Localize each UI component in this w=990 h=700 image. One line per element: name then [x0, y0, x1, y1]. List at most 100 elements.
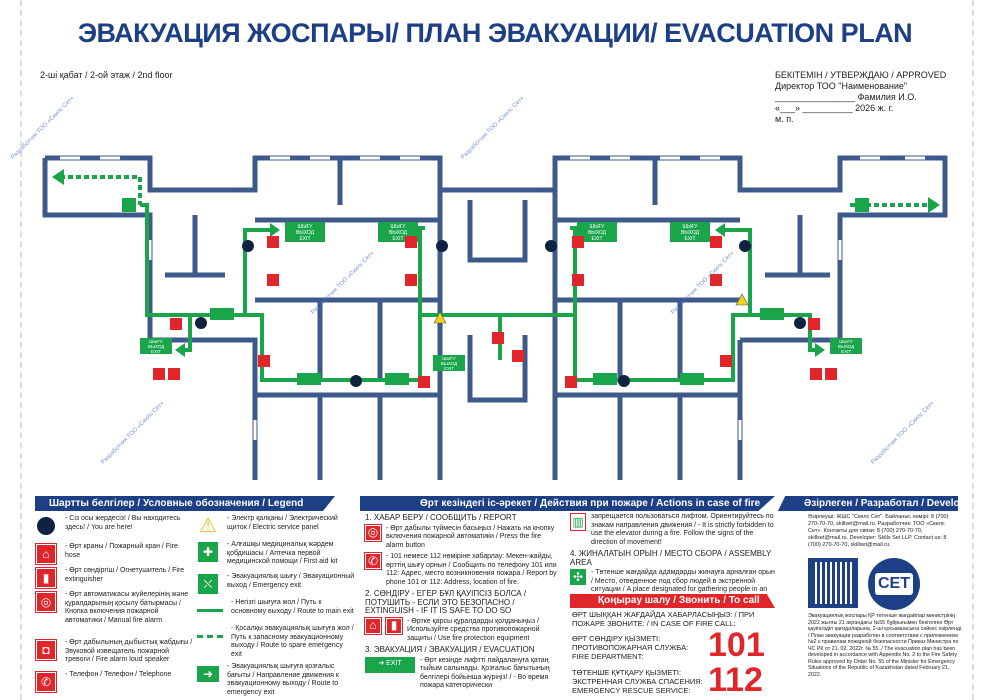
legend-text: - Өрт краны / Пожарный кран / Fire hose	[65, 543, 178, 559]
fire-equipment	[153, 236, 837, 388]
no-elevator-icon: ▥	[570, 513, 586, 531]
fire-extinguisher-icon	[258, 355, 270, 367]
fire-extinguisher-icon: ▮	[385, 616, 403, 635]
fire-alarm-speaker-icon: ◘	[35, 639, 57, 661]
svg-text:ШЫҒУ: ШЫҒУ	[149, 339, 163, 344]
fire-hose-icon: ⌂	[364, 616, 382, 635]
legend-text: - Қосалқы эвакуациялық шығуға жол / Путь…	[231, 625, 354, 658]
assembly-area-icon: ✣	[570, 569, 586, 585]
developer-info: Әзірлеуші: ЖШС "Скилс Сет". Байланыс нөм…	[808, 514, 949, 548]
manual-fire-alarm-icon	[572, 236, 584, 248]
step-text: - Өрт дабылы түймесін басыңыз / Нажать н…	[386, 524, 555, 549]
exit-direction-signs	[122, 198, 869, 385]
legend-text: - Алғашқы медициналық жәрдем қобдишасы /…	[227, 541, 338, 565]
rescue-service-label: ТӨТЕНШЕ ҚҰТҚАРУ ҚЫЗМЕТІ: ЭКСТРЕННАЯ СЛУЖ…	[572, 668, 703, 695]
fire-department-number: 101	[708, 626, 765, 664]
manual-fire-alarm-icon	[405, 236, 417, 248]
exit-direction-icon	[855, 198, 869, 212]
svg-text:EXIT: EXIT	[299, 236, 310, 242]
fire-hose-icon: ⌂	[35, 543, 57, 565]
manual-fire-alarm-icon	[808, 318, 820, 330]
legend-text: - Эвакуациялық шығу / Эвакуационный выхо…	[227, 573, 355, 589]
svg-text:ШЫҒУ: ШЫҒУ	[298, 224, 314, 230]
manual-fire-alarm-icon	[710, 236, 722, 248]
route-arrows	[52, 169, 940, 357]
emergency-exit-icon: ⛌	[198, 574, 218, 594]
step-report: 1. ХАБАР БЕРУ / СООБЩИТЬ / REPORT	[365, 513, 517, 522]
step-text: - Өрт кезінде лифтті пайдалануға қатаң т…	[420, 656, 550, 690]
manual-fire-alarm-icon: ◎	[364, 523, 382, 542]
you-are-here-icon	[37, 517, 55, 535]
fire-extinguisher-icon	[168, 368, 180, 380]
svg-text:ВЫХОД: ВЫХОД	[296, 230, 315, 236]
approval-line: БЕКІТЕМІН / УТВЕРЖДАЮ / APPROVED	[775, 70, 947, 80]
page-title: ЭВАКУАЦИЯ ЖОСПАРЫ/ ПЛАН ЭВАКУАЦИИ/ EVACU…	[77, 18, 913, 48]
step-text: - 101 немесе 112 нөміріне хабарлау: Меке…	[386, 553, 557, 586]
you-are-here-markers	[195, 240, 806, 387]
electric-panel-icon: ⚠	[199, 514, 217, 537]
legend-text: - Өрт дабылының дыбыстық жабдығы / Звуко…	[65, 639, 193, 663]
exit-direction-icon	[297, 373, 321, 385]
step-evacuation: 3. ЭВАКУАЦИЯ / ЭВАКУАЦИЯ / EVACUATION	[365, 645, 535, 654]
exit-direction-icon	[680, 373, 704, 385]
right-margin-line	[972, 0, 974, 700]
svg-text:ВЫХОД: ВЫХОД	[588, 230, 607, 236]
svg-text:ВЫХОД: ВЫХОД	[441, 361, 457, 366]
fire-extinguisher-icon	[720, 355, 732, 367]
approval-line: м. п.	[775, 114, 794, 124]
exit-sign-icon: ➜ EXIT	[365, 656, 415, 673]
fire-extinguisher-icon: ▮	[35, 567, 57, 589]
call-header: Қоңырау шалу / Звонить / To call	[570, 594, 775, 608]
telephone-icon: ✆	[364, 552, 382, 570]
svg-text:ШЫҒУ: ШЫҒУ	[839, 339, 853, 344]
legal-note: Эвакуациялық жоспары ҚР төтенше жағдайла…	[808, 613, 963, 678]
svg-text:EXIT: EXIT	[151, 349, 161, 354]
fire-hose-icon	[810, 368, 822, 380]
spare-evacuation-route	[60, 175, 930, 207]
exit-direction-icon: ➜	[197, 666, 219, 682]
step-extinguish: 2. СӨНДІРУ - ЕГЕР БҰЛ ҚАУІПСІЗ БОЛСА / П…	[365, 589, 527, 615]
fire-extinguisher-icon	[405, 274, 417, 286]
you-are-here-icon	[739, 240, 751, 252]
call-intro: ӨРТ ШЫҚҚАН ЖАҒДАЙДА ХАБАРЛАСЫҢЫЗ: / ПРИ …	[572, 610, 755, 628]
approval-line: «___» __________ 2026 ж. г.	[775, 103, 894, 113]
arrow-right-icon	[928, 197, 940, 213]
left-margin-line	[20, 0, 22, 700]
company-logo: СЕТ	[868, 558, 920, 610]
legend-header: Шартты белгілер / Условные обозначения /…	[35, 496, 335, 511]
svg-text:EXIT: EXIT	[392, 236, 403, 242]
arrow-left-icon	[52, 169, 64, 185]
svg-text:EXIT: EXIT	[591, 236, 602, 242]
svg-text:ВЫХОД: ВЫХОД	[389, 230, 408, 236]
exit-direction-icon	[122, 198, 136, 212]
legend-text: - Телефон / Телефон / Telephone	[65, 671, 172, 678]
exit-direction-icon	[385, 373, 409, 385]
qr-code[interactable]	[808, 558, 858, 608]
actions-header: Өрт кезіндегі іс-әрекет / Действия при п…	[360, 496, 775, 511]
arrow-left-icon	[175, 343, 185, 357]
approval-line: ________________ Фамилия И.О.	[775, 92, 917, 102]
actions-left: 1. ХАБАР БЕРУ / СООБЩИТЬ / REPORT ◎- Өрт…	[364, 513, 560, 691]
approval-line: Директор ТОО "Наименование"	[775, 81, 908, 91]
spare-route-icon	[197, 634, 223, 638]
you-are-here-icon	[195, 317, 207, 329]
rescue-service-number: 112	[708, 661, 763, 699]
windows	[60, 156, 925, 482]
step-text: запрещается пользоваться лифтом. Ориенти…	[591, 513, 774, 546]
fire-extinguisher-icon	[572, 274, 584, 286]
svg-text:EXIT: EXIT	[684, 236, 695, 242]
walls	[42, 155, 948, 480]
main-route-icon	[197, 608, 223, 612]
fire-extinguisher-icon	[825, 368, 837, 380]
svg-text:EXIT: EXIT	[841, 349, 851, 354]
exit-direction-icon	[210, 308, 234, 320]
telephone-icon: ✆	[35, 671, 57, 693]
electric-panels	[433, 293, 749, 324]
